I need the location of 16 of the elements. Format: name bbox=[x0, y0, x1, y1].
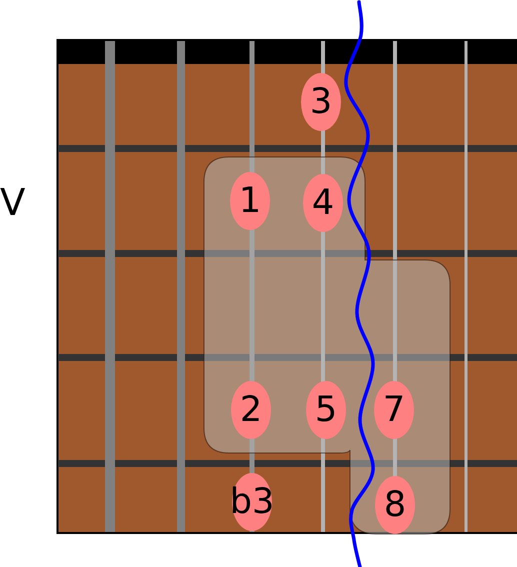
note-marker bbox=[301, 73, 341, 131]
note-marker bbox=[375, 476, 415, 534]
degree-label: b3 bbox=[230, 483, 274, 521]
degree-label: 1 bbox=[238, 182, 262, 220]
note-marker bbox=[231, 381, 271, 439]
position-label: V bbox=[0, 182, 26, 224]
note-marker bbox=[303, 174, 343, 232]
note-marker bbox=[306, 381, 346, 439]
note-marker bbox=[230, 172, 270, 230]
degree-label: 7 bbox=[382, 391, 406, 429]
degree-label: 8 bbox=[384, 486, 406, 524]
note-marker bbox=[374, 381, 414, 439]
degree-label: 5 bbox=[314, 391, 338, 429]
degree-label: 2 bbox=[240, 391, 262, 429]
degree-label: 4 bbox=[312, 184, 334, 222]
degree-label: 3 bbox=[310, 83, 332, 121]
